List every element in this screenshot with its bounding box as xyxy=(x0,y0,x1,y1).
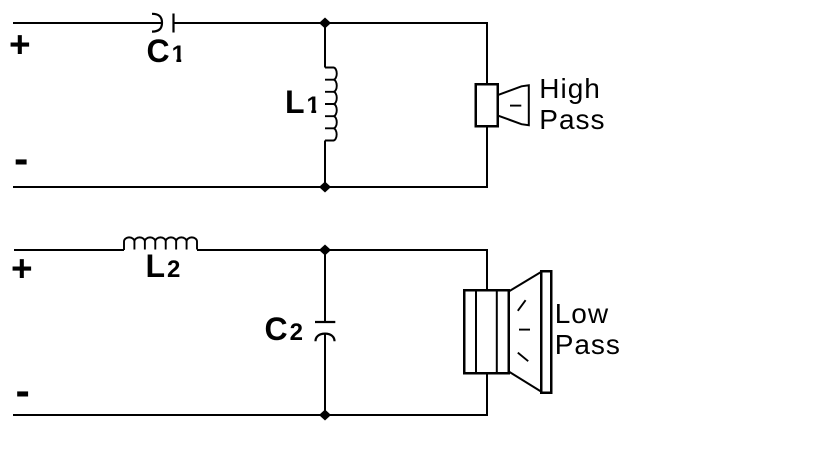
c2-capacitor-curved-plate xyxy=(314,332,336,342)
lp-speaker-cone-mouth xyxy=(539,269,553,394)
c1-capacitor-curved-plate xyxy=(151,12,164,33)
l1-inductor-coil xyxy=(325,66,338,142)
hp-junction-dot-top xyxy=(319,17,331,29)
l2-inductor-coil xyxy=(123,236,198,250)
lp-speaker-cone-top xyxy=(508,271,542,293)
hp-speaker-label-line1: High xyxy=(539,72,601,104)
hp-speaker-driver xyxy=(474,82,499,128)
c2-label: C2 xyxy=(265,313,303,345)
l2-label-sub: 2 xyxy=(167,256,181,284)
l1-label-sub: 1 xyxy=(306,91,320,119)
c2-label-sub: 2 xyxy=(289,319,303,346)
lp-junction-dot-top xyxy=(319,244,331,256)
high-pass-circuit xyxy=(13,12,530,193)
lp-junction-dot-bottom xyxy=(319,409,331,421)
hp-speaker-label-line2: Pass xyxy=(539,103,606,135)
l1-label-main: L xyxy=(285,83,305,120)
lp-speaker-label-line1: Low xyxy=(554,297,610,329)
c2-label-main: C xyxy=(264,311,288,347)
hp-speaker-cone xyxy=(497,84,530,127)
c1-label-sub: 1 xyxy=(171,40,185,68)
hp-minus-terminal: - xyxy=(14,134,29,183)
l1-label: L1 xyxy=(285,86,320,118)
l2-label: L2 xyxy=(146,250,181,282)
lp-speaker-cone-tick-upper xyxy=(517,299,527,312)
l2-label-main: L xyxy=(145,248,166,285)
lp-speaker-cone-bottom xyxy=(508,370,542,393)
c1-label: C1 xyxy=(147,35,185,67)
hp-plus-terminal: + xyxy=(9,23,31,65)
low-pass-circuit xyxy=(13,236,553,421)
lp-plus-terminal: + xyxy=(11,248,33,289)
hp-junction-dot-bottom xyxy=(319,181,331,193)
lp-speaker-cone-tick-lower xyxy=(517,351,529,362)
lp-speaker-driver xyxy=(462,288,510,375)
lp-speaker-label-line2: Pass xyxy=(554,328,621,360)
c1-label-main: C xyxy=(146,32,170,69)
lp-minus-terminal: - xyxy=(15,366,30,415)
